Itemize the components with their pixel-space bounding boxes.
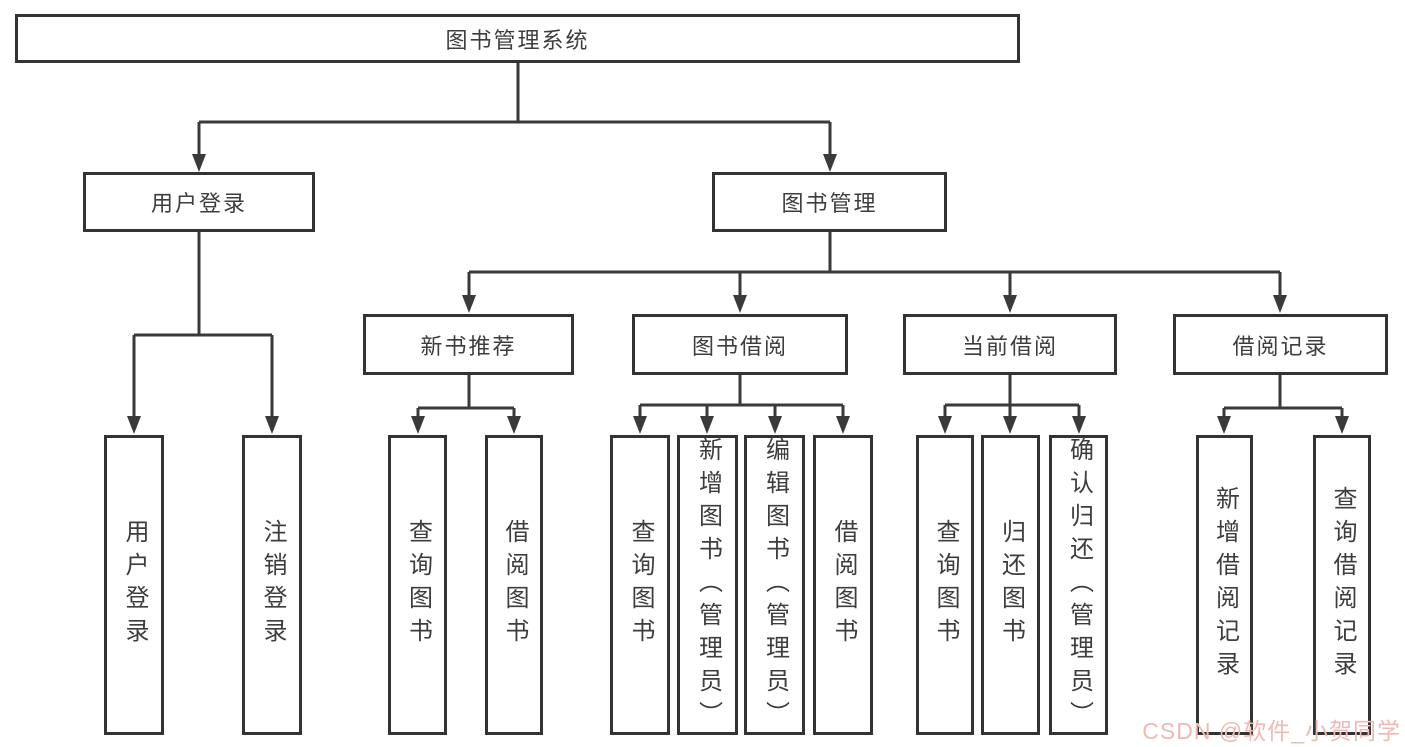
- leaf-borrow-books-recommend: 借阅图书: [485, 435, 543, 735]
- leaf-borrow-books-borrow-label: 借阅图书: [830, 519, 857, 651]
- leaf-query-borrow-record-label: 查询借阅记录: [1329, 486, 1356, 684]
- node-new-book-recommend: 新书推荐: [363, 314, 574, 375]
- leaf-query-borrow-record: 查询借阅记录: [1313, 435, 1371, 735]
- leaf-user-login-label: 用户登录: [121, 519, 148, 651]
- node-new-book-recommend-label: 新书推荐: [420, 333, 517, 359]
- leaf-return-books: 归还图书: [981, 435, 1040, 735]
- node-root-label: 图书管理系统: [445, 27, 590, 53]
- leaf-return-books-label: 归还图书: [997, 519, 1025, 651]
- leaf-confirm-return-admin: 确认归还（管理员）: [1049, 435, 1108, 735]
- leaf-logout: 注销登录: [242, 435, 302, 735]
- node-book-borrow: 图书借阅: [632, 314, 848, 375]
- leaf-query-books-recommend-label: 查询图书: [404, 519, 432, 651]
- leaf-query-books-recommend: 查询图书: [388, 435, 447, 735]
- node-book-management: 图书管理: [712, 172, 947, 232]
- leaf-logout-label: 注销登录: [259, 519, 286, 651]
- node-current-borrow-label: 当前借阅: [961, 333, 1058, 359]
- leaf-query-books-current: 查询图书: [916, 435, 974, 735]
- leaf-edit-books-admin: 编辑图书（管理员）: [744, 435, 805, 735]
- node-current-borrow: 当前借阅: [903, 314, 1117, 375]
- leaf-edit-books-admin-label: 编辑图书（管理员）: [761, 436, 789, 734]
- node-user-login-label: 用户登录: [150, 191, 247, 216]
- arrowheads: [127, 154, 1349, 434]
- leaf-add-borrow-record-label: 新增借阅记录: [1211, 486, 1239, 684]
- watermark: CSDN @软件_小贺同学: [1142, 718, 1401, 744]
- leaf-confirm-return-admin-label: 确认归还（管理员）: [1065, 436, 1093, 734]
- node-user-login: 用户登录: [83, 172, 315, 232]
- leaf-query-books-borrow: 查询图书: [610, 435, 670, 735]
- leaf-query-books-borrow-label: 查询图书: [627, 519, 654, 651]
- node-root: 图书管理系统: [15, 14, 1020, 63]
- leaf-add-books-admin-label: 新增图书（管理员）: [694, 436, 722, 734]
- node-book-borrow-label: 图书借阅: [691, 333, 788, 359]
- leaf-add-books-admin: 新增图书（管理员）: [677, 435, 738, 735]
- leaf-borrow-books-recommend-label: 借阅图书: [501, 519, 528, 651]
- leaf-user-login: 用户登录: [104, 435, 164, 735]
- leaf-add-borrow-record: 新增借阅记录: [1196, 435, 1253, 735]
- node-borrow-records-label: 借阅记录: [1232, 333, 1329, 359]
- node-book-management-label: 图书管理: [781, 191, 878, 216]
- leaf-query-books-current-label: 查询图书: [932, 519, 959, 651]
- leaf-borrow-books-borrow: 借阅图书: [813, 435, 873, 735]
- node-borrow-records: 借阅记录: [1173, 314, 1388, 375]
